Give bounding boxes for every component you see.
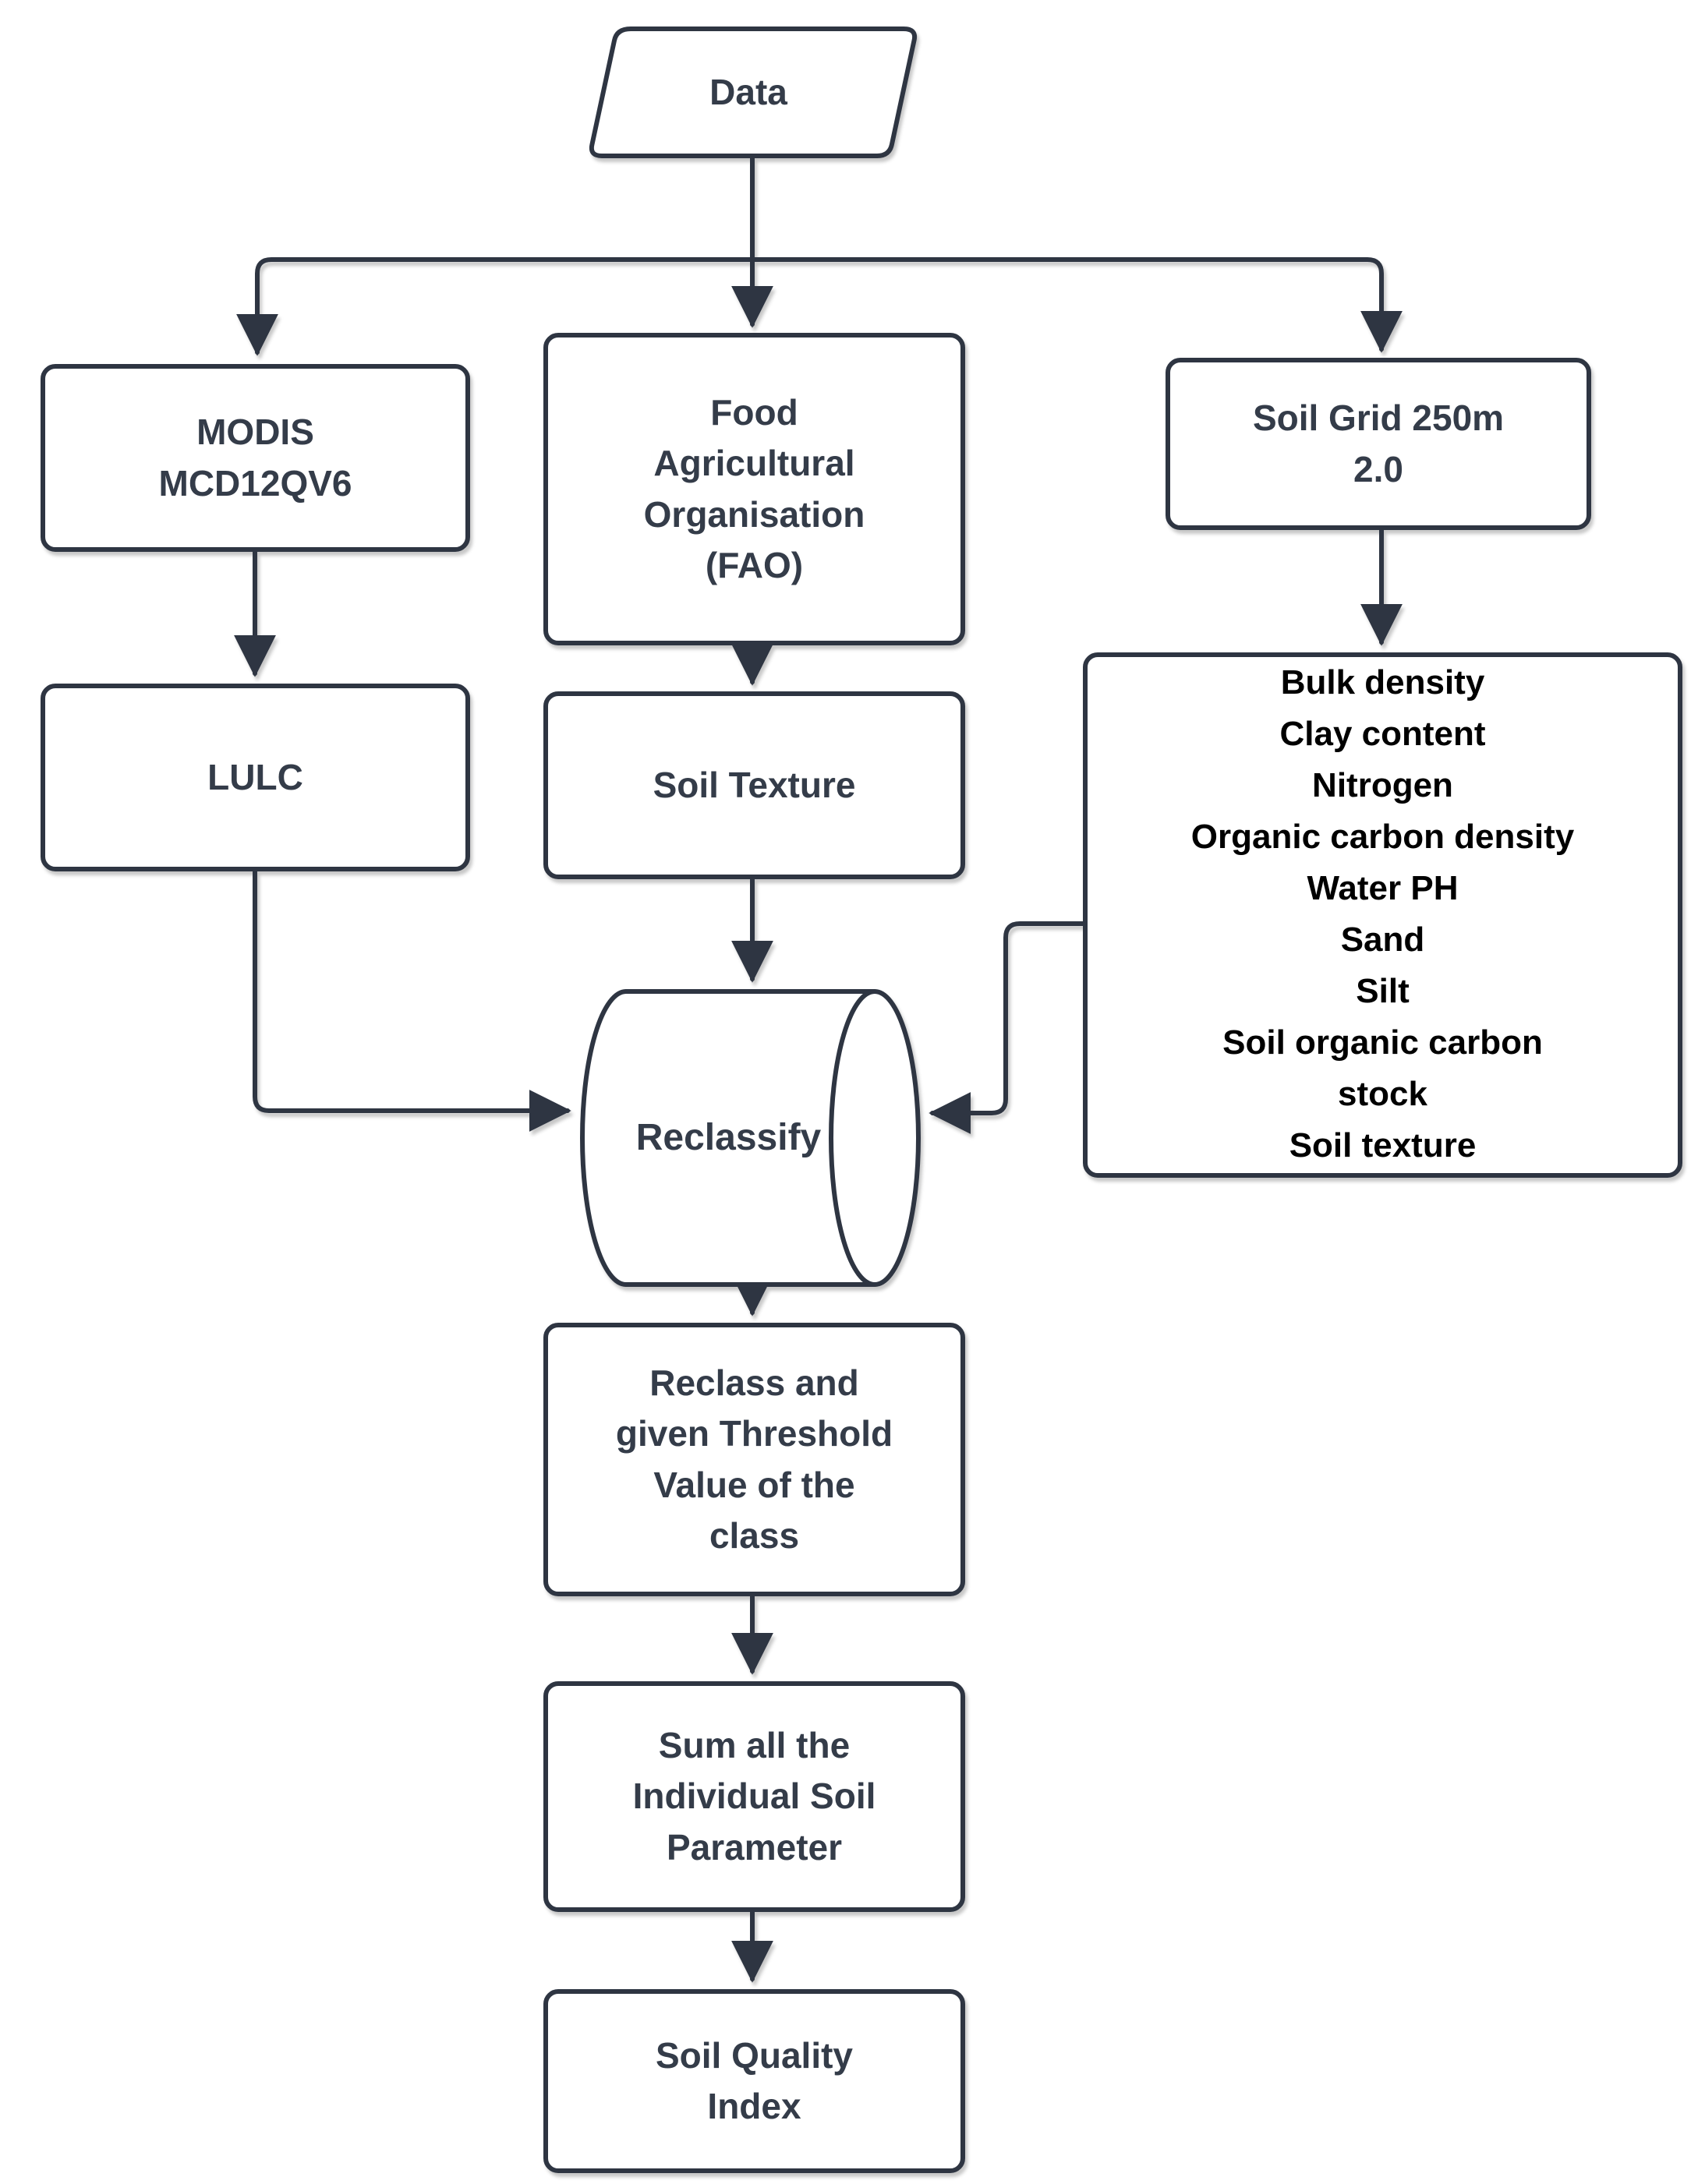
soil-parameter-item: Soil texture (1289, 1126, 1477, 1164)
sum-parameters-box (543, 1681, 965, 1912)
soil-grid-node-label: Soil Grid 250m 2.0 (1252, 398, 1505, 489)
soil-parameters-box (1083, 652, 1682, 1178)
soil-parameter-item: Soil organic carbon stock (1222, 1023, 1543, 1113)
data-node-label: Data (709, 71, 787, 112)
soil-parameter-item: Organic carbon density (1190, 818, 1575, 856)
reclass-threshold-box (543, 1323, 965, 1596)
reclass-threshold-node-label: Reclass and given Threshold Value of the… (615, 1362, 893, 1556)
soil-parameter-item: Sand (1340, 921, 1425, 959)
soil-texture-node-label: Soil Texture (653, 764, 856, 805)
arrow-data-to-soil-grid (750, 257, 1403, 353)
lulc-node-label: LULC (207, 756, 303, 797)
fao-box (543, 333, 965, 645)
soil-parameter-item: Clay content (1279, 715, 1486, 753)
modis-node-label: MODIS MCD12QV6 (158, 412, 352, 504)
soil-quality-index-box (543, 1989, 965, 2173)
soil-parameter-item: Silt (1356, 972, 1410, 1010)
modis-box (41, 364, 470, 552)
data-parallelogram (589, 27, 918, 158)
soil-quality-index-node-label: Soil Quality Index (655, 2034, 854, 2126)
arrow-data-to-modis (236, 257, 755, 356)
soil-texture-box (543, 691, 965, 879)
arrow-parameters-to-reclassify (929, 921, 1088, 1134)
soil-parameter-item: Nitrogen (1312, 766, 1453, 804)
fao-node-label: Food Agricultural Organisation (FAO) (643, 391, 865, 585)
soil-parameter-item: Bulk density (1280, 663, 1485, 701)
soil-grid-box (1166, 358, 1591, 530)
lulc-box (41, 684, 470, 871)
arrow-lulc-to-reclassify (253, 867, 571, 1132)
reclassify-node-label: Reclassify (635, 1116, 822, 1158)
reclassify-cylinder (580, 989, 921, 1287)
soil-parameter-item: Water PH (1307, 869, 1459, 907)
sum-parameters-node-label: Sum all the Individual Soil Parameter (632, 1725, 876, 1868)
soil-parameters-list: Bulk density Clay content Nitrogen Organ… (1085, 661, 1680, 1168)
